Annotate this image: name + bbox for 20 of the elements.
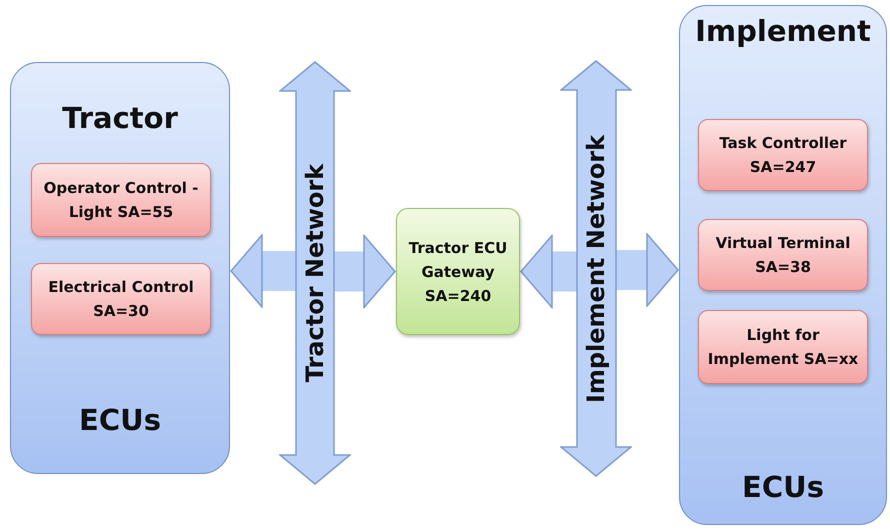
ecu-box: Electrical Control SA=30 xyxy=(31,263,211,335)
ecu-box: Operator Control -Light SA=55 xyxy=(31,163,211,237)
block-arrow xyxy=(333,234,396,308)
ecu-group-panel xyxy=(679,5,887,525)
network-label: Tractor Network xyxy=(301,164,330,382)
block-arrow xyxy=(230,234,297,308)
panel-title: Tractor xyxy=(61,101,179,135)
ecu-box: Virtual Terminal SA=38 xyxy=(698,219,868,291)
gateway-box: Tractor ECU Gateway SA=240 xyxy=(396,208,520,335)
network-bus-arrow xyxy=(279,61,351,485)
block-arrow xyxy=(615,233,679,307)
block-arrow xyxy=(520,234,578,308)
ecu-box: Light for Implement SA=xx xyxy=(698,310,868,384)
panel-title: Implement xyxy=(694,14,872,48)
panel-footer: ECUs xyxy=(11,403,229,437)
panel-footer: ECUs xyxy=(680,470,886,504)
ecu-box: Task Controller SA=247 xyxy=(698,119,868,191)
ecu-group-panel xyxy=(10,62,230,474)
network-label: Implement Network xyxy=(582,134,610,403)
network-bus-arrow xyxy=(560,60,632,477)
